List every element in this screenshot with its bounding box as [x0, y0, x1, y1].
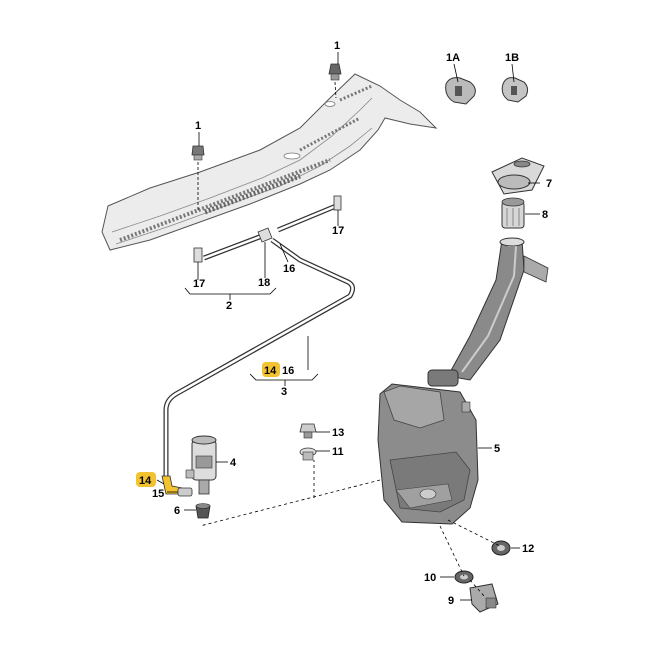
label-11: 11 [332, 446, 344, 458]
label-2: 2 [226, 300, 232, 312]
label-1-top: 1 [334, 40, 340, 52]
grommet-6 [195, 503, 211, 519]
label-1-left: 1 [195, 120, 201, 132]
clip-1B [501, 77, 529, 103]
label-14-lower: 14 [139, 475, 152, 487]
label-14-upper: 14 [264, 365, 277, 377]
washer-pump [185, 435, 217, 495]
label-1A: 1A [446, 52, 460, 64]
label-4: 4 [230, 457, 237, 469]
washer-fluid-reservoir [377, 383, 479, 525]
label-8: 8 [542, 209, 548, 221]
clip-1-top [328, 63, 342, 81]
label-17-right: 17 [332, 225, 344, 237]
label-9: 9 [448, 595, 454, 607]
nozzle-hose-assembly [193, 195, 342, 263]
label-6: 6 [174, 505, 180, 517]
label-15: 15 [152, 488, 164, 500]
leader-lines [156, 52, 540, 601]
level-sender [469, 583, 499, 613]
label-16-group3: 16 [282, 365, 294, 377]
grommet-10 [454, 570, 474, 584]
strainer [501, 197, 525, 229]
clip-1A [445, 77, 476, 105]
label-1B: 1B [505, 52, 519, 64]
label-7: 7 [546, 178, 552, 190]
clip-1-left [191, 145, 205, 161]
grommet-12 [491, 540, 511, 556]
cowl-panel [101, 73, 438, 251]
washer-hose-long [163, 237, 356, 476]
highlight-14-upper [262, 362, 280, 377]
label-10: 10 [424, 572, 436, 584]
plug-13 [299, 423, 317, 439]
filler-cap [491, 157, 545, 195]
label-3: 3 [281, 386, 287, 398]
nut-11 [299, 447, 317, 461]
label-18: 18 [258, 277, 270, 289]
connector-15 [177, 487, 193, 497]
label-5: 5 [494, 443, 500, 455]
label-17-left: 17 [193, 278, 205, 290]
highlight-14-lower [136, 472, 156, 487]
label-16: 16 [283, 263, 295, 275]
label-12: 12 [522, 543, 534, 555]
filler-neck [427, 237, 549, 387]
label-13: 13 [332, 427, 344, 439]
